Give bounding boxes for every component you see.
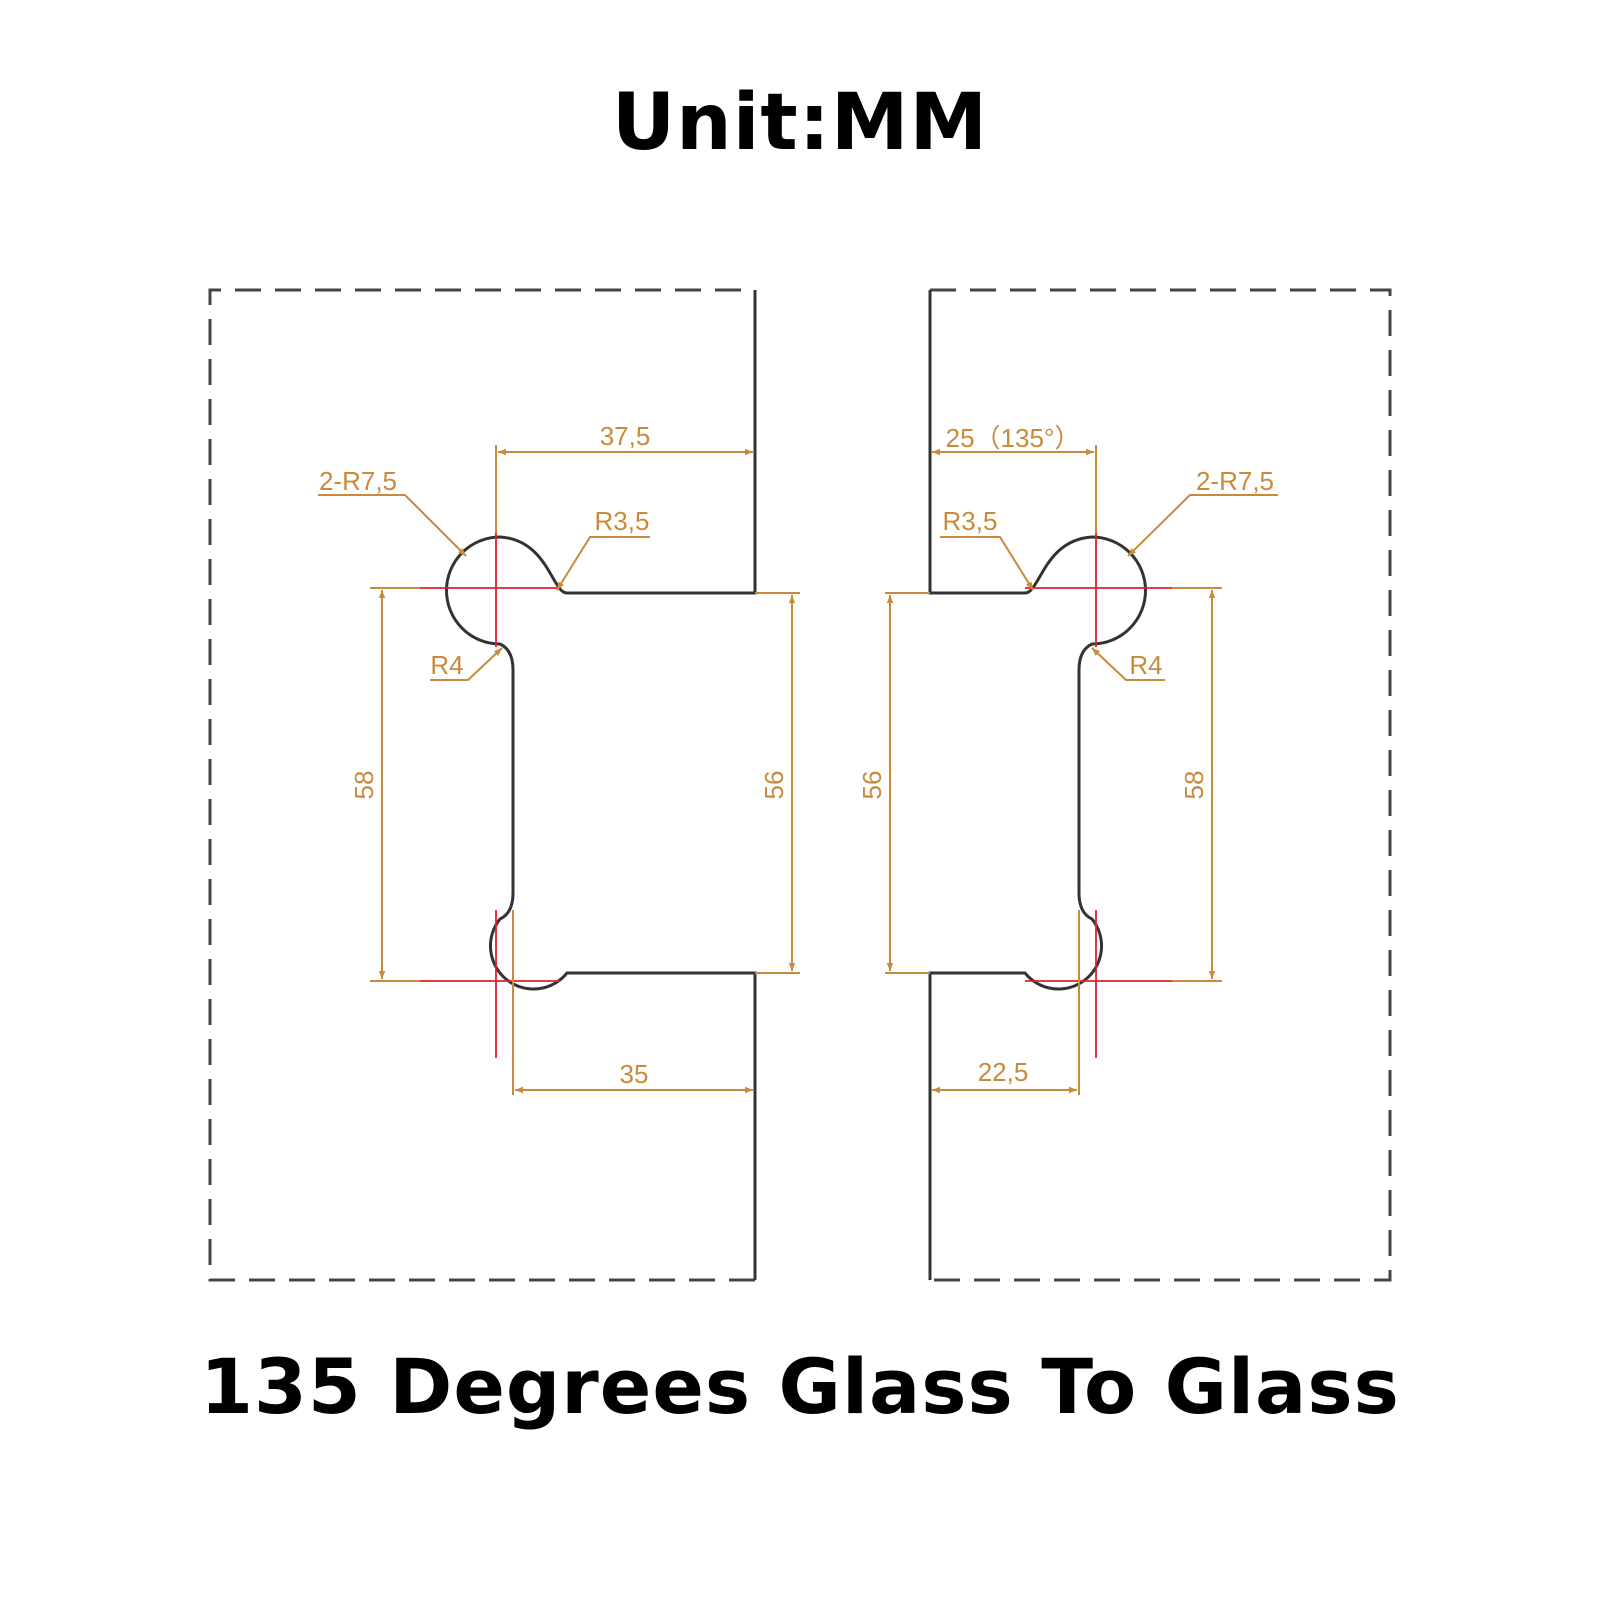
right-panel-dashed-border: [930, 288, 1392, 1282]
left-outer-radius-label: 2-R7,5: [319, 466, 397, 496]
right-outer-radius-leader: [1127, 494, 1278, 557]
left-glass-panel: 37,5 35 2-R7,5 R3,5 R4 58 56: [208, 288, 800, 1282]
left-outer-radius-leader: [318, 494, 467, 557]
left-height-label: 58: [349, 771, 379, 800]
left-top-fillet-label: R3,5: [595, 506, 650, 536]
left-top-fillet-leader: [556, 536, 650, 591]
right-outer-radius-label: 2-R7,5: [1196, 466, 1274, 496]
left-panel-cutout-outline: [445, 290, 757, 1280]
left-bottom-width-label: 35: [620, 1059, 649, 1089]
left-inner-fillet-leader: [430, 647, 503, 681]
right-left-height-label: 56: [857, 771, 887, 800]
left-panel-dashed-border: [208, 288, 755, 1282]
right-right-height-label: 58: [1179, 771, 1209, 800]
right-inner-fillet-label: R4: [1129, 650, 1162, 680]
unit-title: Unit:MM: [611, 78, 989, 168]
right-inner-fillet-leader: [1091, 647, 1165, 681]
left-right-height-label: 56: [759, 771, 789, 800]
right-panel-cutout-outline: [928, 290, 1147, 1280]
right-top-fillet-label: R3,5: [943, 506, 998, 536]
right-top-fillet-leader: [940, 536, 1034, 591]
left-inner-fillet-label: R4: [430, 650, 463, 680]
right-bottom-width-label: 22,5: [978, 1057, 1029, 1087]
left-top-width-label: 37,5: [600, 421, 651, 451]
right-glass-panel: 25（135°） 22,5 2-R7,5 R3,5 R4 56 58: [857, 288, 1392, 1282]
right-top-width-label: 25（135°）: [946, 423, 1081, 453]
bottom-caption: 135 Degrees Glass To Glass: [200, 1342, 1400, 1431]
